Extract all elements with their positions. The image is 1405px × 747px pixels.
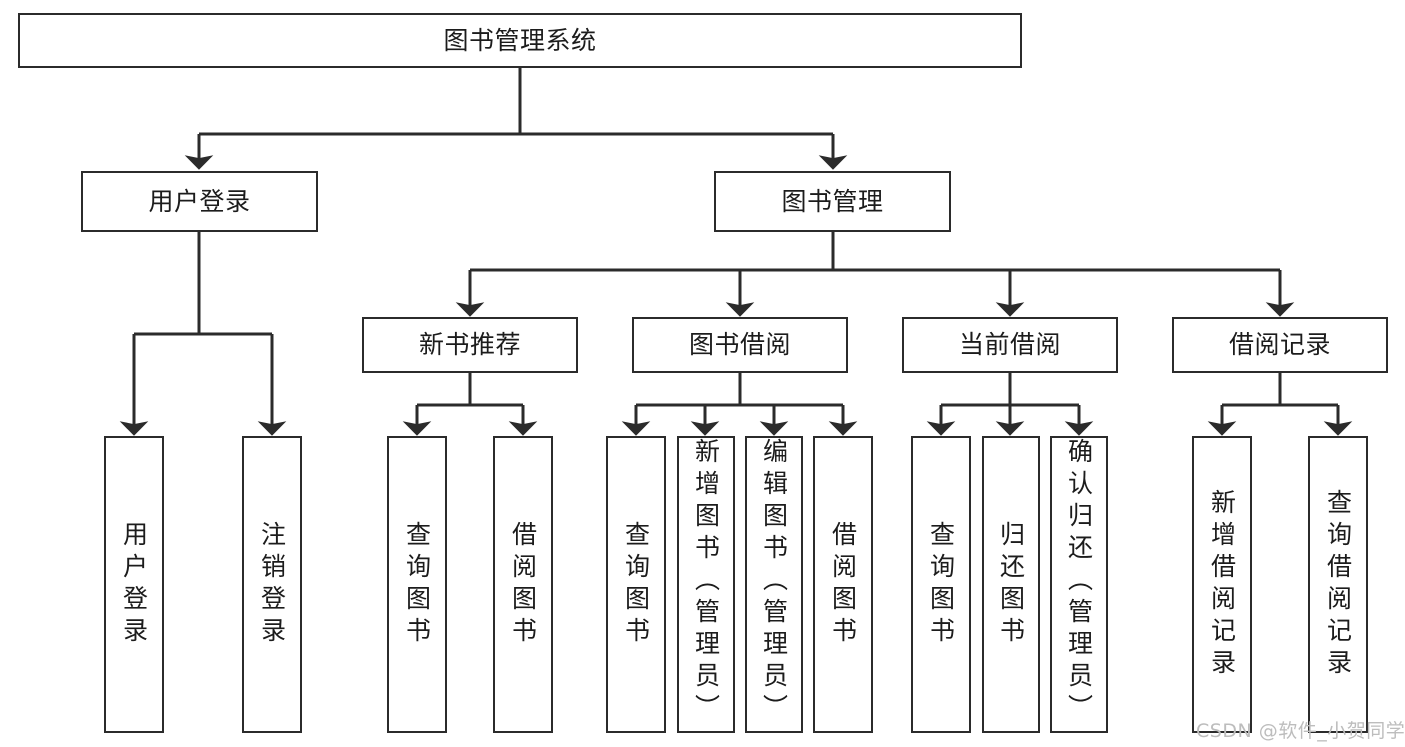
node-label: 确认归还（管理员） <box>1064 438 1094 726</box>
node-label: 新书推荐 <box>418 330 521 360</box>
node-leaf-user-logout[interactable]: 注销登录 <box>242 436 302 733</box>
node-label: 查询借阅记录 <box>1323 488 1353 681</box>
node-leaf-add-borrow-record[interactable]: 新增借阅记录 <box>1192 436 1252 733</box>
node-leaf-confirm-return[interactable]: 确认归还（管理员） <box>1050 436 1108 733</box>
node-leaf-edit-book[interactable]: 编辑图书（管理员） <box>745 436 803 733</box>
node-leaf-query-book-recommend[interactable]: 查询图书 <box>387 436 447 733</box>
node-label: 编辑图书（管理员） <box>759 438 789 726</box>
node-book-manage[interactable]: 图书管理 <box>714 171 951 232</box>
node-label: 查询图书 <box>402 520 432 649</box>
node-leaf-add-book[interactable]: 新增图书（管理员） <box>677 436 735 733</box>
node-label: 借阅图书 <box>828 520 858 649</box>
node-user-login[interactable]: 用户登录 <box>81 171 318 232</box>
node-leaf-return-book[interactable]: 归还图书 <box>982 436 1040 733</box>
node-book-borrow[interactable]: 图书借阅 <box>632 317 848 373</box>
node-label: 当前借阅 <box>958 330 1061 360</box>
node-label: 图书借阅 <box>688 330 791 360</box>
node-leaf-query-borrow-record[interactable]: 查询借阅记录 <box>1308 436 1368 733</box>
node-label: 借阅记录 <box>1228 330 1331 360</box>
node-label: 借阅图书 <box>508 520 538 649</box>
node-leaf-borrow-book-borrow[interactable]: 借阅图书 <box>813 436 873 733</box>
csdn-watermark: CSDN @软件_小贺同学 <box>1196 720 1405 742</box>
node-label: 注销登录 <box>257 520 287 649</box>
node-label: 用户登录 <box>148 186 251 216</box>
node-new-book-recommend[interactable]: 新书推荐 <box>362 317 578 373</box>
node-current-borrow[interactable]: 当前借阅 <box>902 317 1118 373</box>
node-label: 查询图书 <box>621 520 651 649</box>
node-label: 图书管理 <box>781 186 884 216</box>
node-root-book-management-system[interactable]: 图书管理系统 <box>18 13 1022 68</box>
node-label: 归还图书 <box>996 520 1026 649</box>
node-leaf-query-book-current[interactable]: 查询图书 <box>911 436 971 733</box>
node-label: 新增借阅记录 <box>1207 488 1237 681</box>
node-label: 图书管理系统 <box>443 25 597 55</box>
node-leaf-borrow-book-recommend[interactable]: 借阅图书 <box>493 436 553 733</box>
node-label: 用户登录 <box>119 520 149 649</box>
node-label: 新增图书（管理员） <box>691 438 721 726</box>
node-label: 查询图书 <box>926 520 956 649</box>
node-leaf-user-login[interactable]: 用户登录 <box>104 436 164 733</box>
node-leaf-query-book-borrow[interactable]: 查询图书 <box>606 436 666 733</box>
node-borrow-record[interactable]: 借阅记录 <box>1172 317 1388 373</box>
